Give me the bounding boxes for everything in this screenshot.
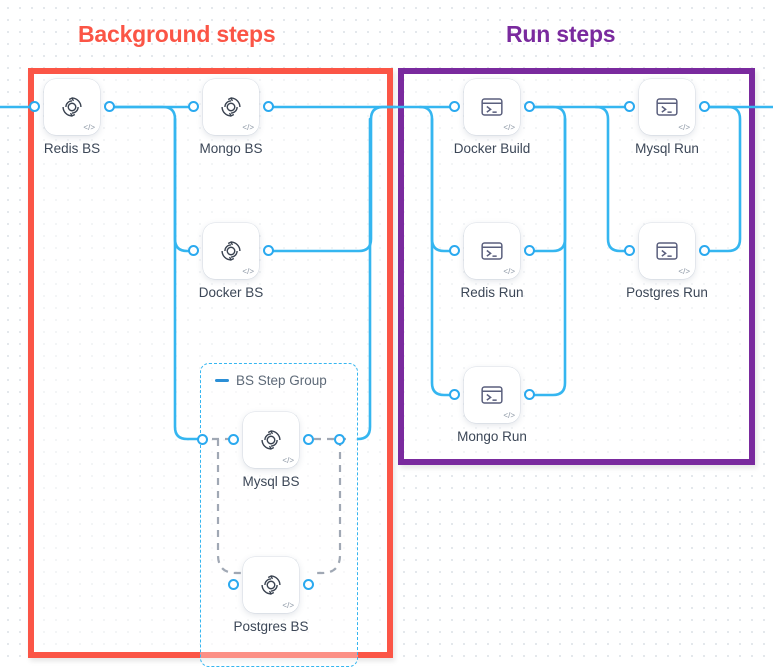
node-label: Postgres BS (233, 619, 309, 634)
port-out[interactable] (699, 245, 710, 256)
node-mongo-bs[interactable]: </> Mongo BS (188, 79, 274, 156)
node-label: Mysql Run (635, 141, 699, 156)
node-card[interactable]: </> (188, 223, 274, 279)
node-label: Postgres Run (626, 285, 708, 300)
node-card[interactable]: </> (624, 79, 710, 135)
port-out[interactable] (104, 101, 115, 112)
port-in[interactable] (29, 101, 40, 112)
run-step-terminal-icon (656, 242, 678, 260)
node-card[interactable]: </> (449, 79, 535, 135)
code-badge: </> (83, 123, 95, 132)
port-in[interactable] (449, 389, 460, 400)
edge-docker-build-to-redis-run (533, 105, 567, 253)
background-step-gear-icon (221, 97, 241, 117)
port-out[interactable] (699, 101, 710, 112)
node-docker-bs[interactable]: </> Docker BS (188, 223, 274, 300)
bs-step-group-label: BS Step Group (236, 373, 327, 388)
run-step-terminal-icon (656, 98, 678, 116)
port-in[interactable] (228, 579, 239, 590)
code-badge: </> (678, 123, 690, 132)
code-badge: </> (242, 123, 254, 132)
section-title-background-steps: Background steps (78, 21, 276, 47)
node-label: Redis Run (460, 285, 524, 300)
code-badge: </> (282, 601, 294, 610)
edge-docker-build-to-mongo-run (533, 117, 567, 397)
node-mysql-bs[interactable]: </> Mysql BS (197, 412, 345, 489)
run-step-terminal-icon (481, 386, 503, 404)
edge-branch-to-postgres-run-in (594, 105, 630, 253)
port-out[interactable] (263, 245, 274, 256)
node-label: Redis BS (43, 141, 101, 156)
edge-step-group-to-main (356, 117, 372, 441)
node-postgres-run[interactable]: </> Postgres Run (624, 223, 710, 300)
port-out[interactable] (263, 101, 274, 112)
edge-docker-bs-to-main (272, 105, 397, 253)
node-mysql-run[interactable]: </> Mysql Run (624, 79, 710, 156)
port-out[interactable] (303, 434, 314, 445)
node-label: Mysql BS (242, 474, 300, 489)
edge-mysql-run-to-postgres-run (708, 105, 742, 253)
run-step-terminal-icon (481, 242, 503, 260)
port-out[interactable] (524, 389, 535, 400)
edge-redis-bs-to-step-group (173, 117, 202, 441)
bs-step-group-header[interactable]: BS Step Group (215, 373, 327, 388)
node-card[interactable]: </> (228, 557, 314, 613)
background-step-gear-icon (62, 97, 82, 117)
code-badge: </> (678, 267, 690, 276)
code-badge: </> (242, 267, 254, 276)
node-label: Docker Build (453, 141, 531, 156)
node-postgres-bs[interactable]: </> Postgres BS (228, 557, 314, 634)
port-in[interactable] (188, 101, 199, 112)
node-redis-run[interactable]: </> Redis Run (449, 223, 535, 300)
node-card[interactable]: </> (188, 79, 274, 135)
port-in[interactable] (228, 434, 239, 445)
node-card[interactable]: </> (449, 367, 535, 423)
background-step-gear-icon (221, 241, 241, 261)
section-title-run-steps: Run steps (506, 21, 616, 47)
port-out[interactable] (303, 579, 314, 590)
node-docker-build[interactable]: </> Docker Build (449, 79, 535, 156)
port-out[interactable] (524, 245, 535, 256)
node-label: Docker BS (198, 285, 264, 300)
port-out[interactable] (524, 101, 535, 112)
edge-postgres-bs-to-group-out (314, 439, 342, 575)
edge-branch-to-redis-run-in (418, 105, 455, 253)
code-badge: </> (503, 411, 515, 420)
node-card[interactable]: </> (449, 223, 535, 279)
port-in[interactable] (449, 245, 460, 256)
edge-branch-to-mongo-run-in (430, 117, 455, 397)
edge-group-in-to-postgres-bs (216, 439, 244, 575)
node-card[interactable]: </> (624, 223, 710, 279)
node-redis-bs[interactable]: </> Redis BS (29, 79, 115, 156)
port-group-out[interactable] (334, 434, 345, 445)
background-step-gear-icon (261, 430, 281, 450)
run-step-terminal-icon (481, 98, 503, 116)
port-in[interactable] (624, 245, 635, 256)
node-card[interactable]: </> (197, 412, 345, 468)
port-group-in[interactable] (197, 434, 208, 445)
port-in[interactable] (449, 101, 460, 112)
node-card[interactable]: </> (29, 79, 115, 135)
port-in[interactable] (188, 245, 199, 256)
port-in[interactable] (624, 101, 635, 112)
node-label: Mongo Run (457, 429, 527, 444)
edge-redis-bs-to-docker-bs (113, 105, 194, 253)
code-badge: </> (282, 456, 294, 465)
code-badge: </> (503, 267, 515, 276)
code-badge: </> (503, 123, 515, 132)
node-mongo-run[interactable]: </> Mongo Run (449, 367, 535, 444)
node-label: Mongo BS (199, 141, 263, 156)
minus-icon[interactable] (215, 379, 229, 382)
background-step-gear-icon (261, 575, 281, 595)
